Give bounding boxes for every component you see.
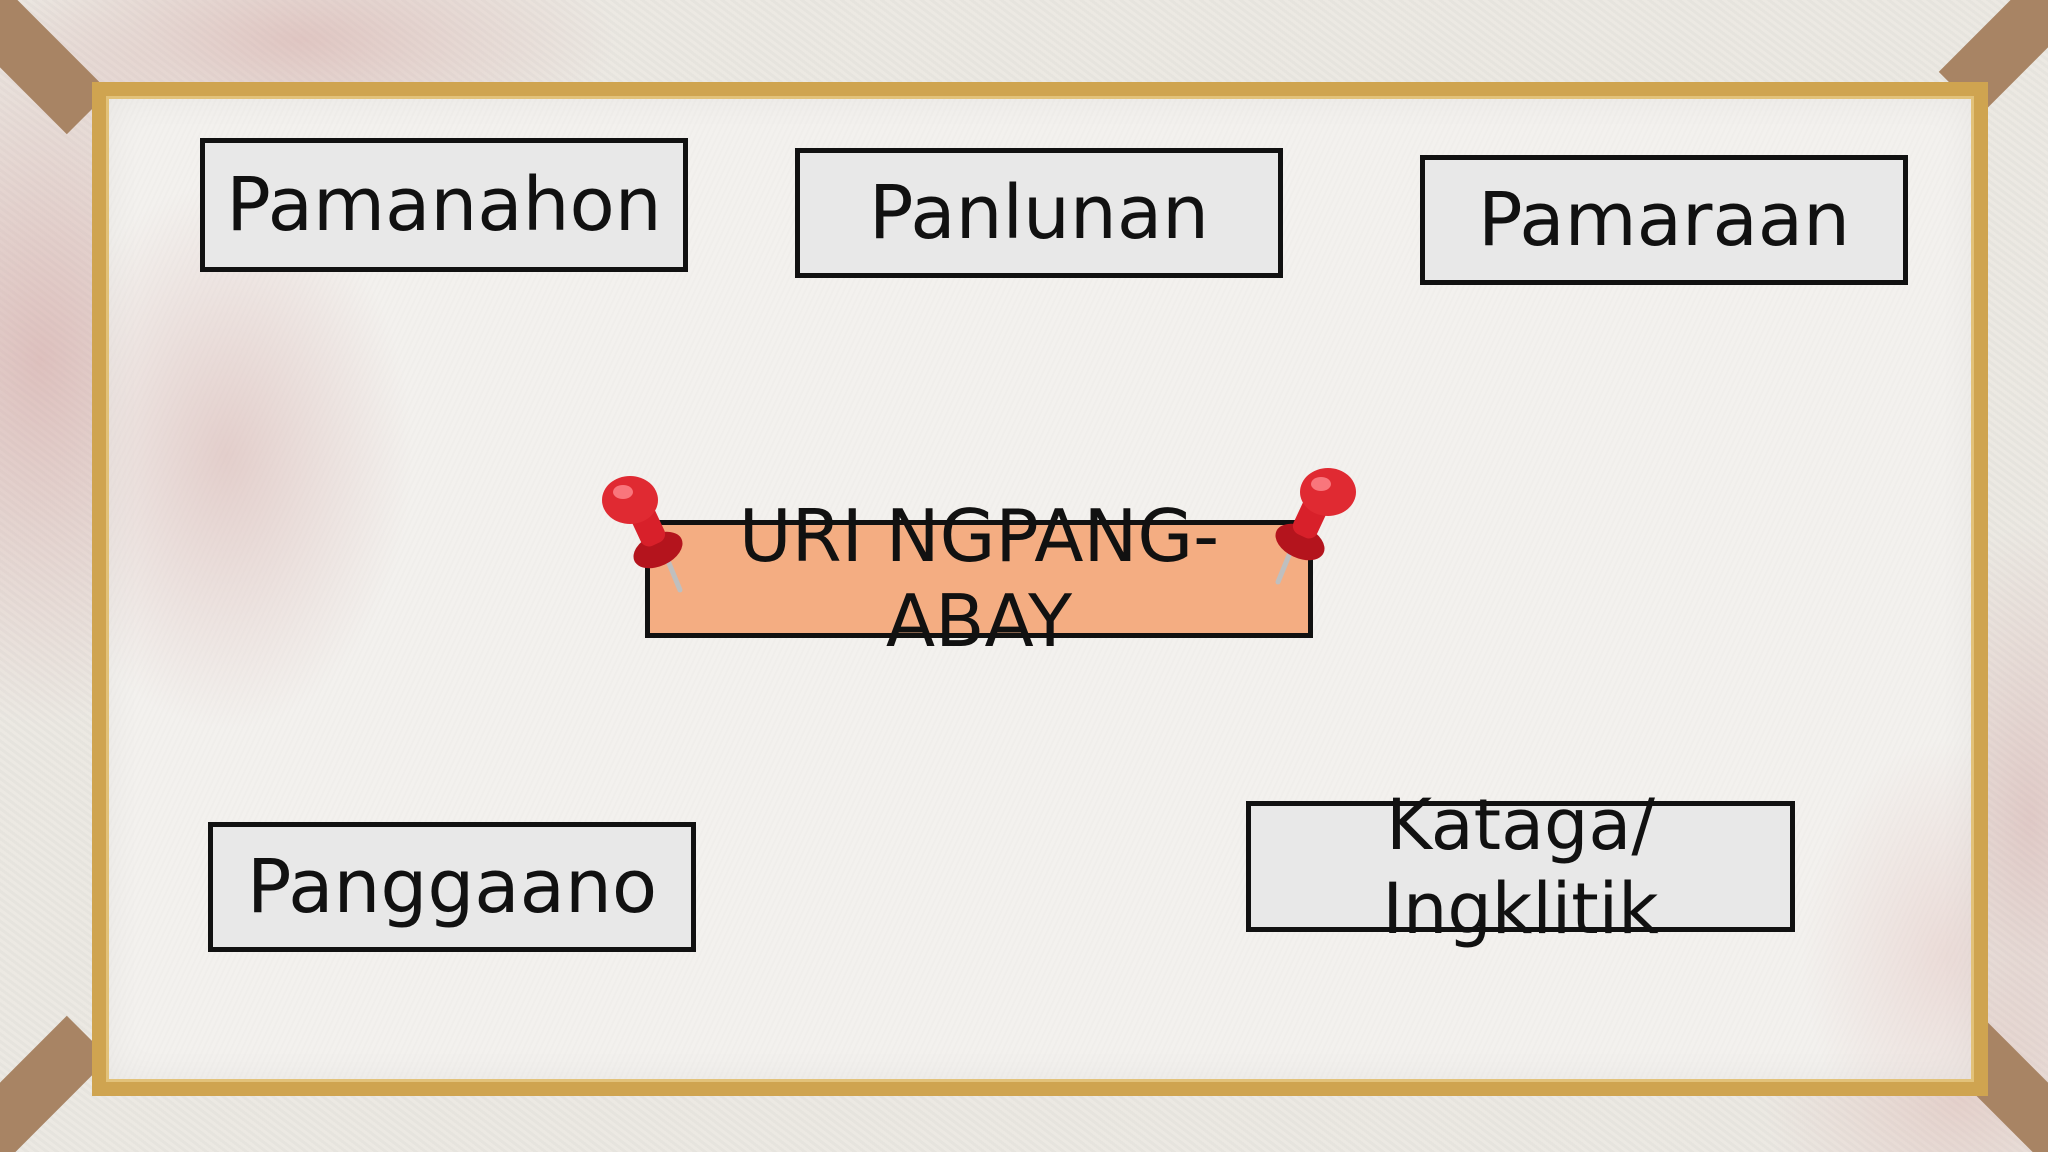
label-pamanahon: Pamanahon <box>226 161 662 248</box>
label-box-panggaano[interactable]: Panggaano <box>208 822 696 952</box>
push-pin-icon <box>602 476 683 593</box>
label-box-kataga-ingklitik[interactable]: Kataga/ Ingklitik <box>1246 784 1795 950</box>
label-panlunan: Panlunan <box>868 169 1210 256</box>
label-ingklitik: Ingklitik <box>1382 867 1659 950</box>
center-title-line2: ABAY <box>885 579 1073 663</box>
label-box-pamaraan[interactable]: Pamaraan <box>1420 155 1908 285</box>
label-pamaraan: Pamaraan <box>1477 176 1851 263</box>
label-box-pamanahon[interactable]: Pamanahon <box>200 138 688 272</box>
label-panggaano: Panggaano <box>246 843 658 930</box>
label-kataga: Kataga/ <box>1386 783 1655 866</box>
label-box-panlunan[interactable]: Panlunan <box>795 148 1283 278</box>
push-pin-icon <box>1275 468 1356 585</box>
center-title-box[interactable]: URI NGPANG- ABAY <box>645 494 1313 663</box>
center-title-line1: URI NGPANG- <box>738 494 1220 579</box>
